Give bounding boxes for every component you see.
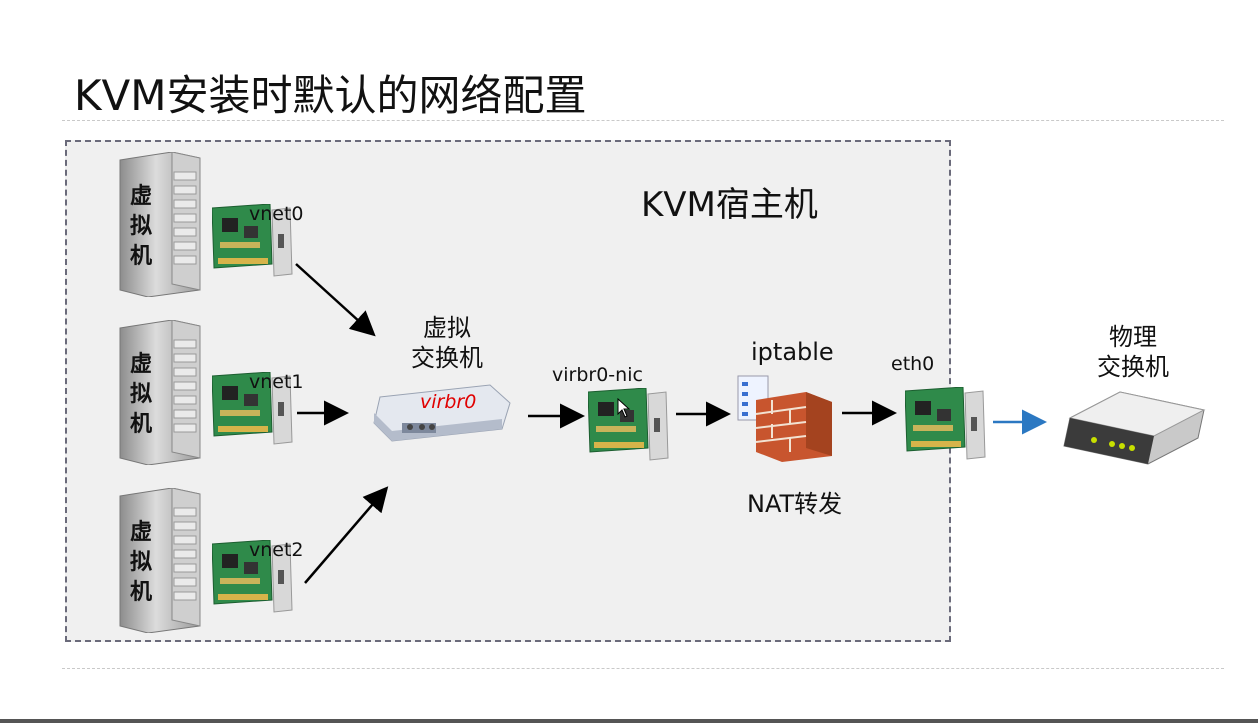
mouse-cursor-icon (617, 398, 631, 418)
bottom-divider (62, 668, 1224, 669)
vswitch-label: 虚拟 交换机 (411, 314, 483, 372)
server-icon (119, 487, 201, 634)
bottom-bar (0, 719, 1258, 723)
vnet2-label: vnet2 (249, 539, 304, 561)
arrow-vnet2-to-switch (304, 486, 389, 584)
vnet1-label: vnet1 (249, 371, 304, 393)
physical-switch-label: 物理 交换机 (1097, 323, 1169, 381)
vm-server-2: 虚 拟 机 (116, 487, 202, 637)
vm-label: 虚 拟 机 (129, 184, 152, 269)
vm-server-1: 虚 拟 机 (116, 319, 202, 469)
iptable-label: iptable (751, 338, 834, 366)
page-title: KVM安装时默认的网络配置 (74, 71, 587, 120)
virtual-switch-icon (373, 384, 511, 442)
virbr0-nic-label: virbr0-nic (552, 364, 643, 386)
nat-caption: NAT转发 (747, 490, 843, 518)
physical-switch-icon (1063, 391, 1206, 465)
eth0-label: eth0 (891, 353, 935, 375)
server-icon (119, 151, 201, 298)
virbr0-label: virbr0 (420, 391, 477, 413)
server-icon (119, 319, 201, 466)
vnet0-label: vnet0 (249, 203, 304, 225)
vm-server-0: 虚 拟 机 (116, 151, 202, 301)
kvm-host-label: KVM宿主机 (641, 185, 818, 225)
vm-label: 虚 拟 机 (129, 520, 152, 605)
firewall-icon (737, 375, 832, 462)
top-divider (62, 120, 1224, 121)
arrow-vnet0-to-switch (295, 263, 376, 337)
vm-label: 虚 拟 机 (129, 352, 152, 437)
